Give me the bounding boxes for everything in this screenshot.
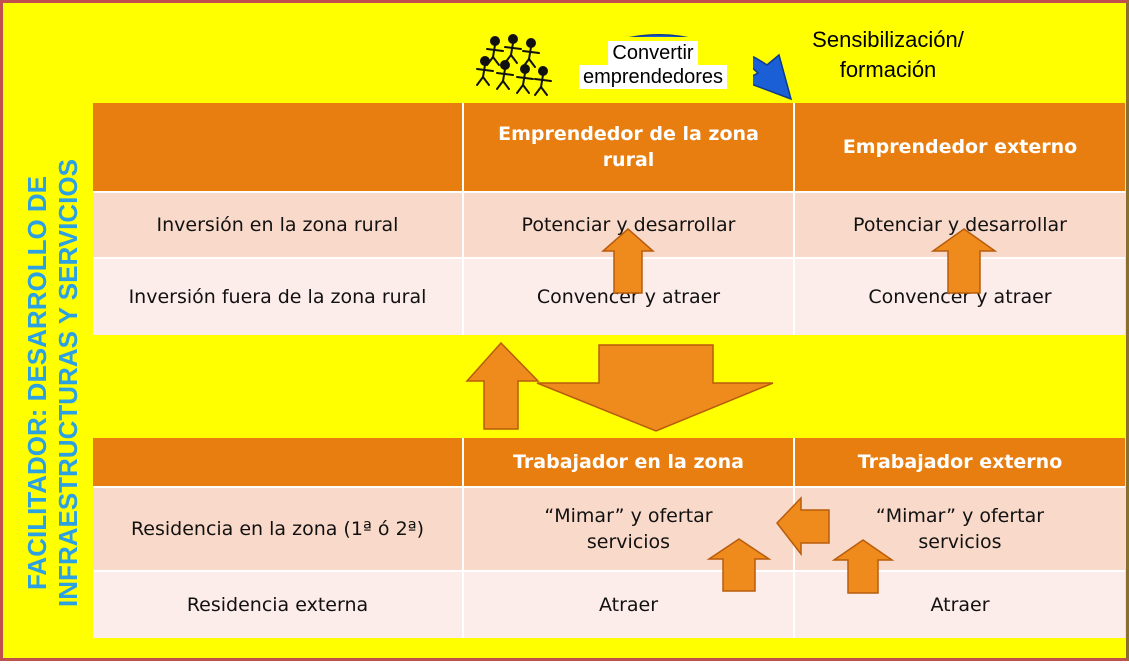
people-crowd-icon: [476, 34, 552, 96]
table-cell: Convencer y atraer: [793, 257, 1125, 335]
table-cell: “Mimar” y ofertar servicios: [793, 486, 1125, 570]
table-row: Residencia externa Atraer Atraer: [93, 570, 1125, 638]
down-arrow-icon: [536, 344, 774, 432]
row-label: Inversión en la zona rural: [93, 191, 462, 257]
side-label-area: FACILITADOR: DESARROLLO DE INFRAESTRUCTU…: [13, 113, 93, 653]
row-label: Residencia externa: [93, 570, 462, 638]
header-cell-entrepreneur-external: Emprendedor externo: [793, 103, 1125, 191]
table-cell: Convencer y atraer: [462, 257, 793, 335]
table-row: Inversión fuera de la zona rural Convenc…: [93, 257, 1125, 335]
convert-line2: emprendedores: [578, 65, 728, 89]
up-arrow-icon: [465, 341, 540, 430]
row-label: Inversión fuera de la zona rural: [93, 257, 462, 335]
header-cell-worker-external: Trabajador externo: [793, 438, 1125, 486]
header-cell-entrepreneur-local: Emprendedor de la zona rural: [462, 103, 793, 191]
header-cell-empty: [93, 103, 462, 191]
header-cell-empty: [93, 438, 462, 486]
row-label: Residencia en la zona (1ª ó 2ª): [93, 486, 462, 570]
convert-line1: Convertir: [608, 41, 698, 65]
table-row: Inversión en la zona rural Potenciar y d…: [93, 191, 1125, 257]
table-header-row: Trabajador en la zona Trabajador externo: [93, 438, 1125, 486]
side-label: FACILITADOR: DESARROLLO DE INFRAESTRUCTU…: [22, 113, 84, 653]
table-row: Residencia en la zona (1ª ó 2ª) “Mimar” …: [93, 486, 1125, 570]
table-cell: “Mimar” y ofertar servicios: [462, 486, 793, 570]
side-label-line1: FACILITADOR: DESARROLLO DE: [22, 175, 52, 591]
sensibilizacion-line1: Sensibilización/: [812, 27, 964, 52]
entrepreneur-table: Emprendedor de la zona rural Emprendedor…: [93, 103, 1125, 335]
sensibilizacion-line2: formación: [839, 57, 937, 82]
sensibilizacion-label: Sensibilización/ formación: [773, 25, 1003, 85]
worker-table: Trabajador en la zona Trabajador externo…: [93, 438, 1125, 638]
table-header-row: Emprendedor de la zona rural Emprendedor…: [93, 103, 1125, 191]
table-cell: Potenciar y desarrollar: [793, 191, 1125, 257]
convert-label: Convertir emprendedores: [553, 37, 753, 93]
side-label-line2: INFRAESTRUCTURAS Y SERVICIOS: [53, 159, 83, 607]
header-cell-worker-local: Trabajador en la zona: [462, 438, 793, 486]
table-cell: Potenciar y desarrollar: [462, 191, 793, 257]
table-cell: Atraer: [793, 570, 1125, 638]
table-cell: Atraer: [462, 570, 793, 638]
